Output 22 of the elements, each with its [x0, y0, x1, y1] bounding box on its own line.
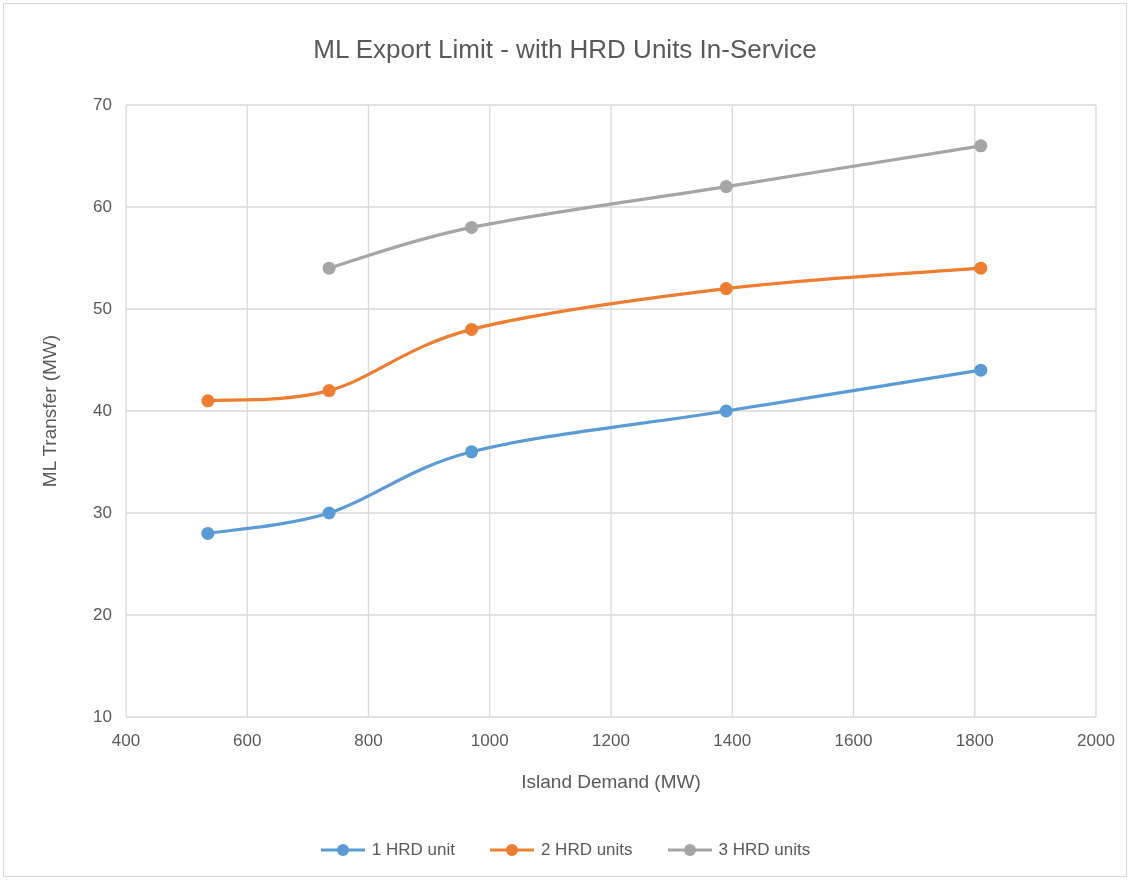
x-tick-label: 1800: [955, 731, 994, 751]
x-tick-label: 1200: [592, 731, 630, 751]
y-tick-label: 10: [93, 707, 112, 727]
legend-label: 2 HRD units: [540, 840, 633, 860]
x-axis-title: Island Demand (MW): [521, 771, 701, 793]
y-axis-title: ML Transfer (MW): [39, 334, 61, 488]
x-tick-label: 1600: [834, 731, 873, 751]
y-tick-label: 40: [93, 401, 112, 421]
x-tick-label: 1000: [470, 731, 509, 751]
y-tick-label: 30: [93, 503, 112, 523]
y-tick-label: 70: [93, 95, 112, 115]
legend-label: 1 HRD unit: [371, 840, 455, 860]
y-tick-label: 60: [93, 197, 112, 217]
x-tick-label: 800: [354, 731, 383, 751]
y-tick-label: 50: [93, 299, 112, 319]
x-tick-label: 600: [233, 731, 262, 751]
y-tick-label: 20: [93, 605, 112, 625]
chart-title: ML Export Limit - with HRD Units In-Service: [312, 34, 818, 65]
x-tick-label: 400: [111, 731, 141, 751]
x-tick-label: 1400: [713, 731, 752, 751]
x-tick-label: 2000: [1077, 731, 1115, 751]
legend-label: 3 HRD units: [718, 840, 811, 860]
